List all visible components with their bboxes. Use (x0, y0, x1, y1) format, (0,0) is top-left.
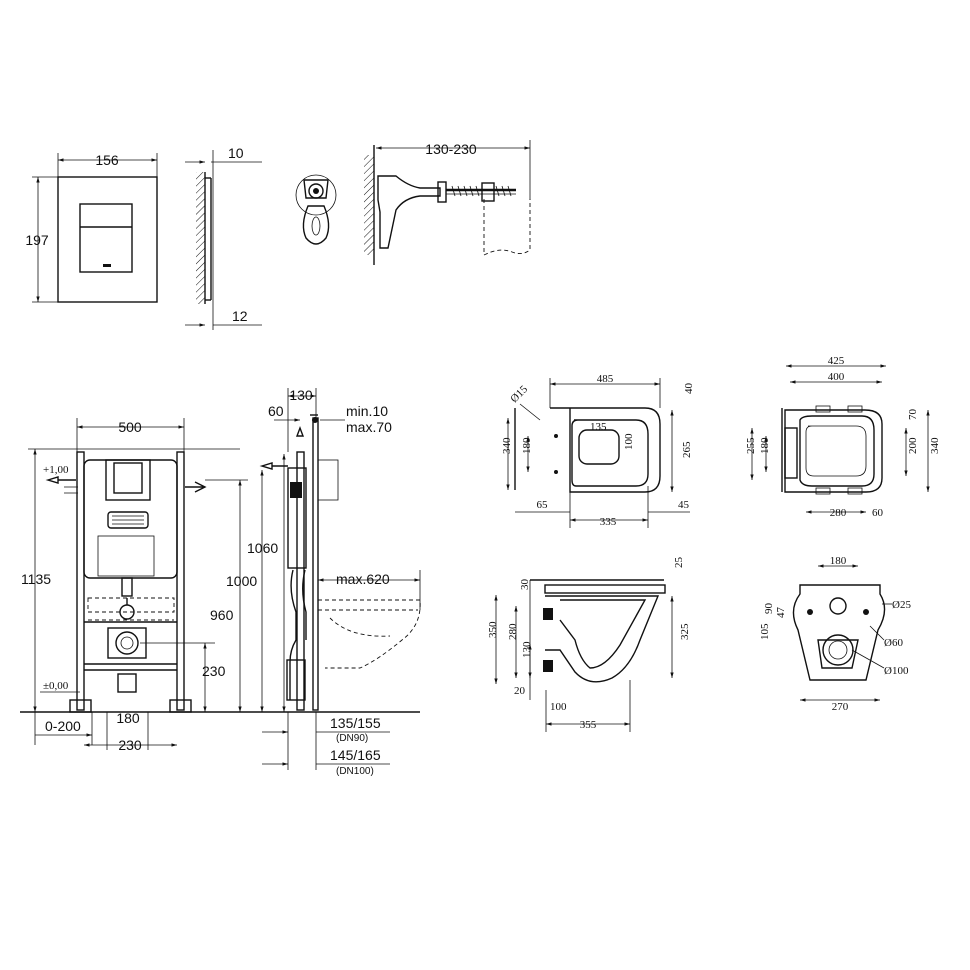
dim-height-1000: 1000 (226, 573, 257, 589)
dim-seat-400: 400 (828, 371, 845, 383)
wc-seat-top-view: 425 400 70 255 180 200 340 280 60 (745, 355, 941, 519)
dim-dn100-distance: 145/165 (330, 747, 381, 763)
wc-bowl-rear-view: 180 90 47 105 Ø25 Ø60 Ø100 270 (759, 555, 911, 713)
installation-frame-front-view: 500 1135 +1,00 ±0,00 0-200 180 230 230 9… (20, 418, 420, 753)
dim-rear-90: 90 (763, 603, 775, 615)
dim-seat-255: 255 (745, 437, 757, 454)
wall-hatch (196, 172, 205, 304)
dim-bowl-width-180: 180 (521, 437, 533, 454)
dim-bowl-45: 45 (678, 499, 690, 511)
dim-projection: max.620 (336, 571, 390, 587)
dim-side-30: 30 (519, 579, 531, 591)
dim-side-280: 280 (507, 623, 519, 640)
dim-drain-height: 230 (202, 663, 226, 679)
wc-bowl-top-view: 485 40 Ø15 340 180 135 100 265 65 335 45 (501, 373, 695, 528)
dim-seat-180: 180 (759, 437, 771, 454)
dim-bowl-hole: Ø15 (508, 383, 530, 405)
dim-bowl-length: 485 (597, 373, 614, 385)
dim-rear-270: 270 (832, 701, 849, 713)
dim-bowl-inner-135: 135 (590, 421, 607, 433)
dim-side-350: 350 (487, 621, 499, 638)
dim-height-960: 960 (210, 607, 234, 623)
dim-bowl-top-offset: 40 (683, 383, 695, 395)
dim-seat-280: 280 (830, 507, 847, 519)
dim-seat-200: 200 (907, 437, 919, 454)
dim-seat-70: 70 (907, 409, 919, 421)
dim-side-355: 355 (580, 719, 597, 731)
dim-min: min.10 (346, 403, 388, 419)
dim-side-25: 25 (673, 557, 685, 569)
dim-plate-height: 197 (25, 232, 49, 248)
flush-plate-buttons (79, 203, 133, 273)
dim-plate-thickness-bottom: 12 (232, 308, 248, 324)
flush-plate-outline (57, 176, 158, 303)
installation-frame-side-view: 130 60 min.10 max.70 max.620 135/155 (DN… (259, 387, 421, 777)
dim-bowl-65: 65 (537, 499, 549, 511)
level-top: +1,00 (43, 464, 69, 476)
dim-frame-offset-60: 60 (268, 403, 284, 419)
dim-bowl-inner-100: 100 (623, 433, 635, 450)
dim-bowl-335: 335 (600, 516, 617, 528)
dim-rear-180: 180 (830, 555, 847, 567)
dim-height-1060: 1060 (247, 540, 278, 556)
wall-bracket-front-view (295, 174, 337, 245)
dim-max: max.70 (346, 419, 392, 435)
dim-bowl-width-340: 340 (501, 437, 513, 454)
dim-rear-dia-60: Ø60 (884, 637, 903, 649)
wc-bowl-side-view: 350 30 280 130 25 325 20 100 355 (487, 557, 691, 732)
dim-plate-thickness-top: 10 (228, 145, 244, 161)
dim-rear-dia-25: Ø25 (892, 599, 911, 611)
fixing-bolt-side-view: 130-230 (364, 140, 531, 265)
dim-bowl-width-265: 265 (681, 441, 693, 458)
dim-rear-47: 47 (775, 607, 787, 619)
dim-frame-depth: 130 (289, 387, 313, 403)
label-dn100: (DN100) (336, 766, 374, 777)
dim-seat-340: 340 (929, 437, 941, 454)
dim-seat-425: 425 (828, 355, 845, 367)
dim-side-20: 20 (514, 685, 526, 697)
dim-side-100: 100 (550, 701, 567, 713)
dim-drain-centres: 180 (116, 710, 140, 726)
dim-frame-width: 500 (118, 419, 142, 435)
dim-bottom-width: 230 (118, 737, 142, 753)
dim-frame-height: 1135 (21, 571, 51, 587)
dim-frame-offset: 0-200 (45, 718, 81, 734)
level-bottom: ±0,00 (43, 680, 69, 692)
dim-bolt-range: 130-230 (425, 141, 477, 157)
label-dn90: (DN90) (336, 733, 368, 744)
dim-plate-width: 156 (95, 152, 119, 168)
dim-rear-105: 105 (759, 623, 771, 640)
dim-side-130: 130 (521, 641, 533, 658)
flush-plate-logo (103, 264, 111, 267)
flush-plate-front-view: 156 197 (25, 152, 158, 303)
dim-seat-60: 60 (872, 507, 884, 519)
flush-plate-side-view: 10 12 (185, 145, 262, 330)
dim-side-325: 325 (679, 623, 691, 640)
dim-rear-dia-100: Ø100 (884, 665, 909, 677)
dim-dn90-distance: 135/155 (330, 715, 381, 731)
